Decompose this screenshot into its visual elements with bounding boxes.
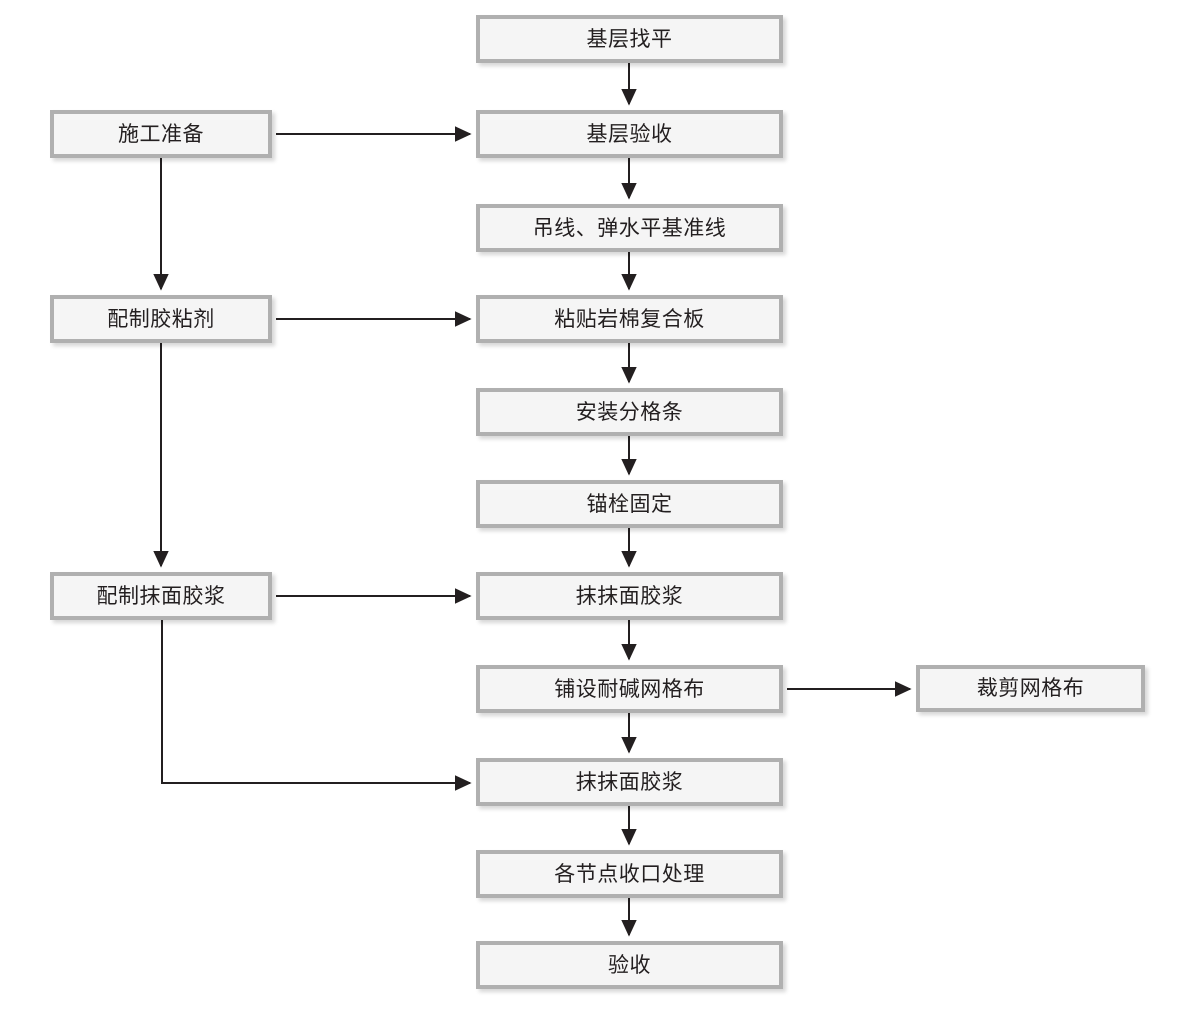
flow-node-label: 基层验收 (586, 121, 673, 146)
flow-node-leveling[interactable]: 基层找平 (476, 15, 783, 63)
flow-node-acceptance[interactable]: 验收 (476, 941, 783, 989)
flow-node-label: 裁剪网格布 (976, 676, 1085, 700)
flow-edge-surf_mortar-to-mortar2 (161, 620, 472, 791)
flow-node-anchor[interactable]: 锚栓固定 (476, 480, 783, 528)
flow-node-adhesive[interactable]: 配制胶粘剂 (50, 295, 272, 343)
flow-node-label: 施工准备 (118, 121, 204, 146)
flow-node-label: 吊线、弹水平基准线 (532, 215, 727, 240)
flow-node-joint_treat[interactable]: 各节点收口处理 (476, 850, 783, 898)
flow-node-mesh_lay[interactable]: 铺设耐碱网格布 (476, 665, 783, 713)
flow-node-label: 锚栓固定 (586, 491, 673, 516)
flow-node-paste_board[interactable]: 粘贴岩棉复合板 (476, 295, 783, 343)
flow-node-accept_base[interactable]: 基层验收 (476, 110, 783, 158)
flow-node-label: 配制抹面胶浆 (96, 583, 226, 608)
flow-node-label: 粘贴岩棉复合板 (554, 306, 705, 331)
flow-node-label: 各节点收口处理 (554, 861, 705, 886)
flow-node-label: 验收 (608, 952, 651, 977)
flow-node-label: 安装分格条 (575, 399, 684, 424)
flow-node-label: 抹抹面胶浆 (575, 769, 684, 794)
flow-node-grid_strip[interactable]: 安装分格条 (476, 388, 783, 436)
flow-node-prep[interactable]: 施工准备 (50, 110, 272, 158)
flow-node-baseline[interactable]: 吊线、弹水平基准线 (476, 204, 783, 252)
flow-node-mortar2[interactable]: 抹抹面胶浆 (476, 758, 783, 806)
flow-node-surf_mortar[interactable]: 配制抹面胶浆 (50, 572, 272, 620)
flow-node-label: 基层找平 (586, 26, 673, 51)
flow-node-label: 铺设耐碱网格布 (554, 676, 705, 701)
flow-node-mesh_cut[interactable]: 裁剪网格布 (916, 665, 1145, 712)
flow-node-mortar1[interactable]: 抹抹面胶浆 (476, 572, 783, 620)
flow-node-label: 抹抹面胶浆 (575, 583, 684, 608)
flow-node-label: 配制胶粘剂 (107, 306, 215, 331)
